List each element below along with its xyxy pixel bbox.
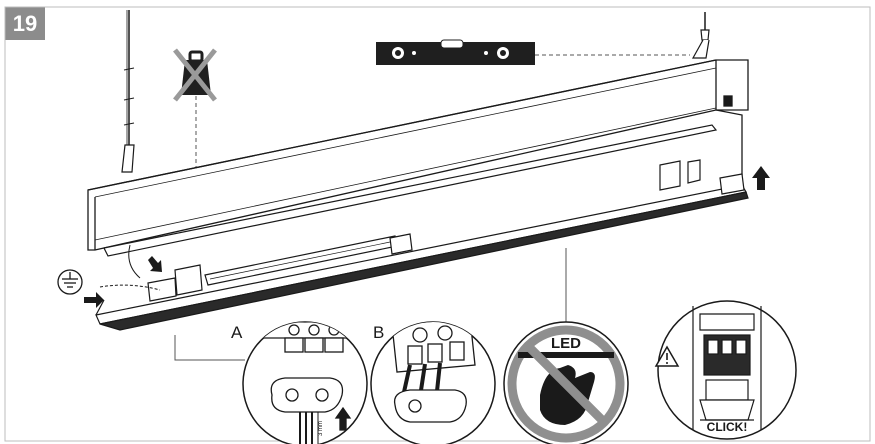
step-number-badge: 19 [5,7,45,40]
gear-tray [95,124,749,331]
click-label: CLICK! [707,420,748,434]
callout-lines [174,248,567,361]
insert-arrow-down [148,256,162,272]
no-touch-led-icon [503,321,629,444]
spirit-level-icon [376,39,535,65]
luminaire-housing [87,59,749,251]
dimension-label: 3 mm [318,421,324,436]
warning-triangle-icon [654,345,680,367]
insert-arrow-left [84,292,104,308]
detail-b [370,321,496,444]
up-arrow-icon [752,166,770,190]
detail-b-label: B [373,323,384,342]
no-weight-icon [173,48,217,102]
detail-a: 3 mm [242,321,368,444]
detail-click [657,300,797,440]
ground-wire [99,284,161,291]
detail-a-label: A [231,323,243,342]
led-label: LED [551,335,581,352]
supply-cable [128,244,141,279]
suspension-cable-right [691,12,710,59]
ground-symbol-icon [57,269,83,295]
suspension-cable-left [121,10,135,173]
